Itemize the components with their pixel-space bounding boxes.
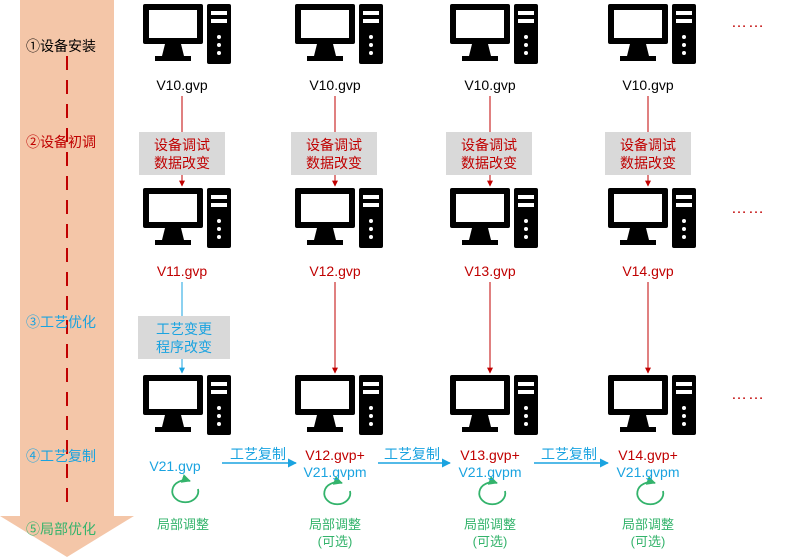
file-label-r1-c2: V10.gvp: [309, 77, 361, 93]
merged-line2: V21.gvpm: [303, 464, 367, 480]
device-icon-r3-c2: [295, 375, 383, 435]
cycle-icon-c1: [171, 474, 200, 504]
cycle-icon-c4: [636, 476, 665, 506]
stage-4-label: ④工艺复制: [26, 448, 96, 464]
copy-label-3: 工艺复制: [541, 446, 597, 462]
ellipsis-row2: ……: [731, 200, 765, 217]
file-label-r1-c1: V10.gvp: [156, 77, 208, 93]
debug-box-c1: 设备调试 数据改变: [139, 132, 225, 175]
optional-label: (可选): [472, 534, 508, 549]
stage-5-label: ⑤局部优化: [26, 521, 96, 537]
debug-box-c4: 设备调试 数据改变: [605, 132, 691, 175]
local-adjust-label: 局部调整: [463, 517, 516, 532]
device-icon-r2-c2: [295, 188, 383, 248]
device-icon-r2-c1: [143, 188, 231, 248]
debug-box-line2: 数据改变: [306, 154, 362, 171]
device-icon-r1-c3: [450, 4, 538, 64]
debug-box-c3: 设备调试 数据改变: [446, 132, 532, 175]
file-label-r3-c4: V14.gvp+ V21.gvpm: [598, 447, 698, 481]
local-adjust-c3: 局部调整 (可选): [445, 516, 535, 550]
merged-line1: V12.gvp+: [305, 447, 365, 463]
device-icon-r2-c3: [450, 188, 538, 248]
stage-3-label: ③工艺优化: [26, 314, 96, 330]
process-box-line1: 工艺变更: [156, 320, 212, 337]
file-label-r1-c3: V10.gvp: [464, 77, 516, 93]
optional-label: (可选): [630, 534, 666, 549]
debug-box-line1: 设备调试: [461, 136, 517, 153]
file-label-r3-c1: V21.gvp: [149, 458, 201, 474]
device-icon-r3-c3: [450, 375, 538, 435]
local-adjust-c4: 局部调整 (可选): [603, 516, 693, 550]
debug-box-line1: 设备调试: [154, 136, 210, 153]
merged-line1: V14.gvp+: [618, 447, 678, 463]
debug-box-line2: 数据改变: [461, 154, 517, 171]
stage-1-label: ①设备安装: [26, 38, 96, 54]
local-adjust-label: 局部调整: [308, 517, 361, 532]
process-change-box: 工艺变更 程序改变: [138, 316, 230, 359]
merged-line2: V21.gvpm: [616, 464, 680, 480]
merged-line2: V21.gvpm: [458, 464, 522, 480]
debug-box-line1: 设备调试: [306, 136, 362, 153]
local-adjust-c2: 局部调整 (可选): [290, 516, 380, 550]
device-icon-r1-c4: [608, 4, 696, 64]
local-adjust-label: 局部调整: [621, 517, 674, 532]
device-icon-r3-c1: [143, 375, 231, 435]
local-adjust-c1: 局部调整: [156, 517, 209, 532]
optional-label: (可选): [317, 534, 353, 549]
copy-label-2: 工艺复制: [384, 446, 440, 462]
device-icon-r2-c4: [608, 188, 696, 248]
ellipsis-row1: ……: [731, 14, 765, 31]
cycle-icon-c3: [478, 476, 507, 506]
file-label-r2-c3: V13.gvp: [464, 263, 516, 279]
stage-2-label: ②设备初调: [26, 134, 96, 150]
merged-line1: V13.gvp+: [460, 447, 520, 463]
ellipsis-row3: ……: [731, 386, 765, 403]
debug-box-line2: 数据改变: [154, 154, 210, 171]
copy-label-1: 工艺复制: [230, 446, 286, 462]
debug-box-line1: 设备调试: [620, 136, 676, 153]
device-icon-r1-c1: [143, 4, 231, 64]
file-label-r2-c2: V12.gvp: [309, 263, 361, 279]
device-icon-r3-c4: [608, 375, 696, 435]
debug-box-line2: 数据改变: [620, 154, 676, 171]
file-label-r3-c3: V13.gvp+ V21.gvpm: [440, 447, 540, 481]
file-label-r2-c1: V11.gvp: [156, 263, 208, 279]
debug-box-c2: 设备调试 数据改变: [291, 132, 377, 175]
device-icon-r1-c2: [295, 4, 383, 64]
cycle-icon-c2: [323, 476, 352, 506]
file-label-r2-c4: V14.gvp: [622, 263, 674, 279]
file-label-r3-c2: V12.gvp+ V21.gvpm: [285, 447, 385, 481]
process-box-line2: 程序改变: [156, 338, 212, 355]
file-label-r1-c4: V10.gvp: [622, 77, 674, 93]
